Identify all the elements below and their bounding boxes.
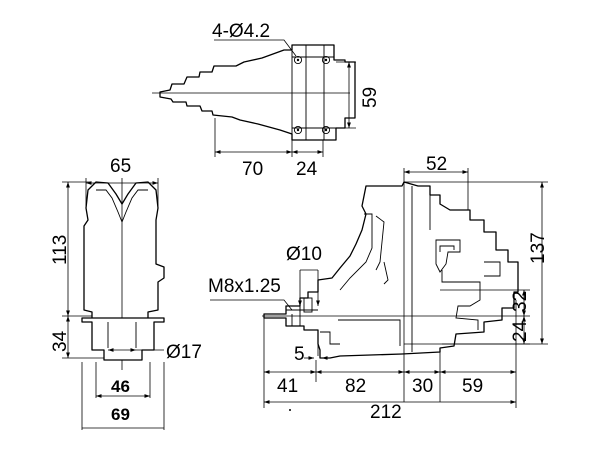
dim-dia10: Ø10: [286, 244, 322, 265]
top-view: 4-Ø4.2 59 70 24: [152, 21, 381, 180]
dim-69: 69: [111, 405, 130, 424]
dim-137: 137: [528, 232, 549, 264]
mounting-hole: [293, 55, 331, 135]
dim-212: 212: [370, 402, 402, 423]
side-view-body: [263, 181, 519, 359]
dim-30: 30: [412, 376, 433, 397]
dim-34: 34: [50, 330, 71, 352]
dim-24-top: 24: [296, 159, 318, 180]
stray-dot: [289, 409, 291, 411]
side-view: 52 137 32 24 Ø10 M8x1.25 5 41 8: [208, 154, 549, 423]
dim-46: 46: [111, 377, 130, 396]
dim-24-side: 24: [510, 320, 531, 342]
dim-82: 82: [345, 376, 366, 397]
thread-label: M8x1.25: [208, 276, 281, 297]
dim-113: 113: [50, 235, 71, 265]
dim-59-side: 59: [462, 376, 483, 397]
dim-65: 65: [110, 156, 131, 177]
hole-label: 4-Ø4.2: [212, 21, 270, 42]
dim-59-height: 59: [360, 87, 381, 108]
dim-52: 52: [426, 154, 447, 175]
dim-70: 70: [242, 159, 263, 180]
end-view: 65 113 34 Ø17 46 69: [50, 156, 202, 430]
end-view-body: [83, 181, 165, 321]
dim-5: 5: [294, 344, 305, 365]
dim-dia17: Ø17: [166, 342, 202, 363]
dim-32: 32: [510, 291, 531, 312]
dim-41: 41: [277, 376, 298, 397]
